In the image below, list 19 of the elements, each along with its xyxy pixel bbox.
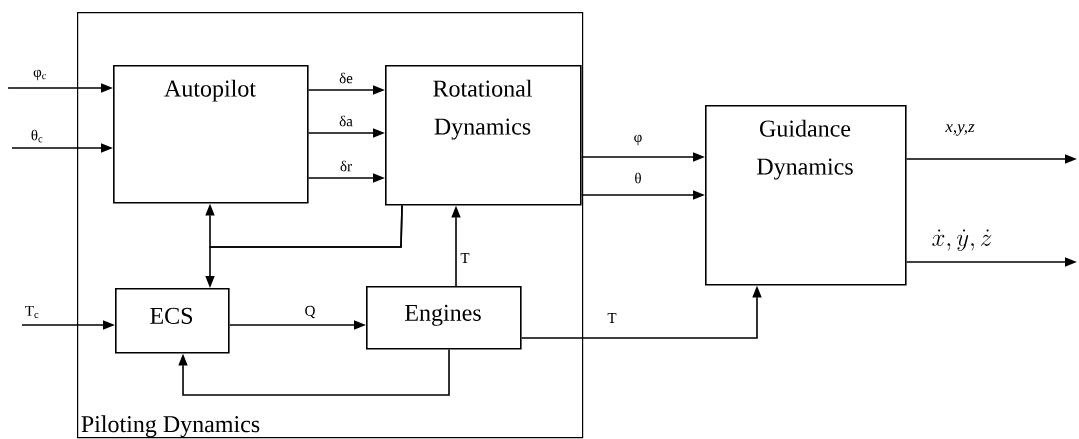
block-box: Guidance Dynamics [705,105,907,286]
block-box: Engines [366,286,522,350]
edge-label: T [607,313,617,323]
edge-label: δa [339,115,353,127]
edge-label: φ [634,134,642,146]
edge-label: δr [340,160,352,172]
edge-label: x,y,z [945,124,975,136]
edge-label: θ$_{c}$ [31,129,43,143]
edge-label: φ$_{c}$ [33,69,47,81]
edge-label: Q [305,305,316,319]
edge-label: T$_{c}$ [25,305,39,319]
block-box: Autopilot [113,65,309,204]
block-box: ECS [115,288,230,354]
arrow [178,348,450,396]
edge-label: T [460,253,470,263]
edge-label: δe [339,72,353,84]
edge-label: $\dot{x}, \dot{y}, \dot{z}$ [932,229,992,251]
block-box: Rotational Dynamics [385,65,582,206]
edge-label: θ [635,172,641,184]
